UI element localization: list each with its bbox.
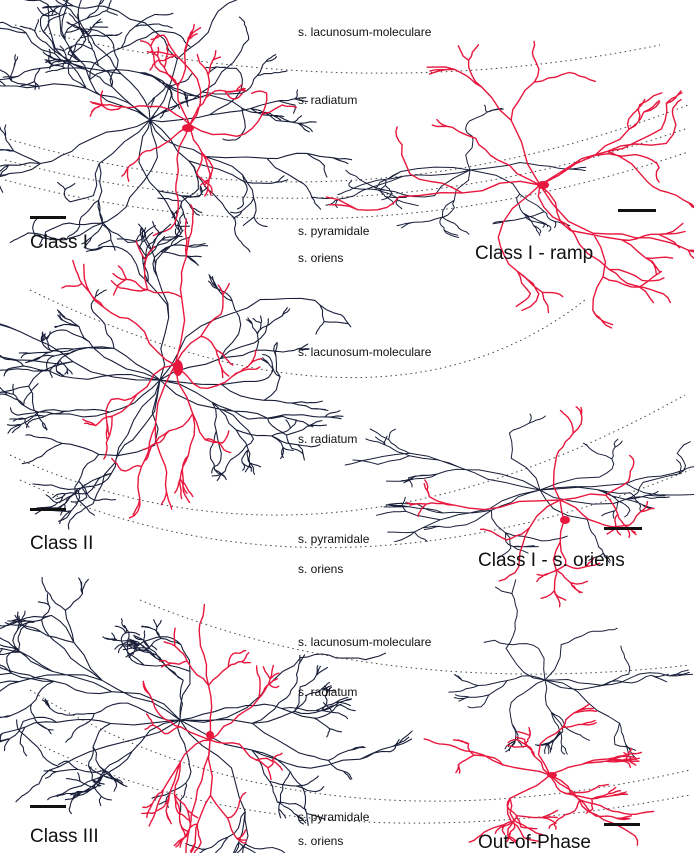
cell-body (173, 360, 183, 376)
pyramidal-trace (141, 603, 283, 853)
cell-body (560, 516, 570, 524)
layer-label-pyramidale: s. pyramidale (298, 532, 370, 546)
cell-body (547, 772, 557, 778)
pyramidal-trace (61, 204, 263, 519)
layer-label-oriens: s. oriens (298, 251, 344, 265)
layer-label-lacunosum-moleculare: s. lacunosum-moleculare (298, 25, 432, 39)
class-label-left: Class II (30, 533, 94, 554)
scale-bar (30, 216, 66, 219)
interneuron-trace (325, 104, 587, 238)
scale-bar (604, 823, 640, 826)
layer-boundary-line (19, 469, 691, 549)
layer-label-radiatum: s. radiatum (298, 93, 358, 107)
scale-bar (618, 209, 656, 212)
pyramidal-trace (325, 40, 694, 329)
cell-body (182, 124, 194, 132)
pyramidal-trace (423, 703, 655, 846)
layer-boundary-line (29, 289, 586, 379)
class-label-right: Out-of-Phase (478, 832, 591, 853)
layer-label-radiatum: s. radiatum (298, 685, 358, 699)
class-label-left: Class III (30, 826, 99, 847)
class-label-left: Class I (30, 232, 89, 253)
scale-bar (30, 805, 66, 808)
scale-bar (30, 508, 66, 511)
interneuron-trace (344, 413, 694, 564)
class-label-right: Class I - ramp (475, 243, 594, 264)
pyramidal-trace (89, 23, 298, 237)
interneuron-trace (448, 579, 693, 761)
layer-label-pyramidale: s. pyramidale (298, 810, 370, 824)
layer-label-oriens: s. oriens (298, 562, 344, 576)
interneuron-trace (0, 576, 413, 853)
pyramidal-trace (406, 406, 655, 608)
layer-label-radiatum: s. radiatum (298, 432, 358, 446)
layer-label-lacunosum-moleculare: s. lacunosum-moleculare (298, 635, 432, 649)
class-label-right: Class I - s. oriens (478, 550, 625, 571)
layer-boundary-line (29, 689, 691, 802)
scale-bar (604, 527, 642, 530)
layer-label-lacunosum-moleculare: s. lacunosum-moleculare (298, 345, 432, 359)
layer-label-pyramidale: s. pyramidale (298, 224, 370, 238)
cell-body (537, 181, 549, 189)
layer-boundary-line (4, 151, 689, 220)
layer-label-oriens: s. oriens (298, 834, 344, 848)
interneuron-trace (0, 221, 352, 530)
cell-body (206, 731, 214, 739)
